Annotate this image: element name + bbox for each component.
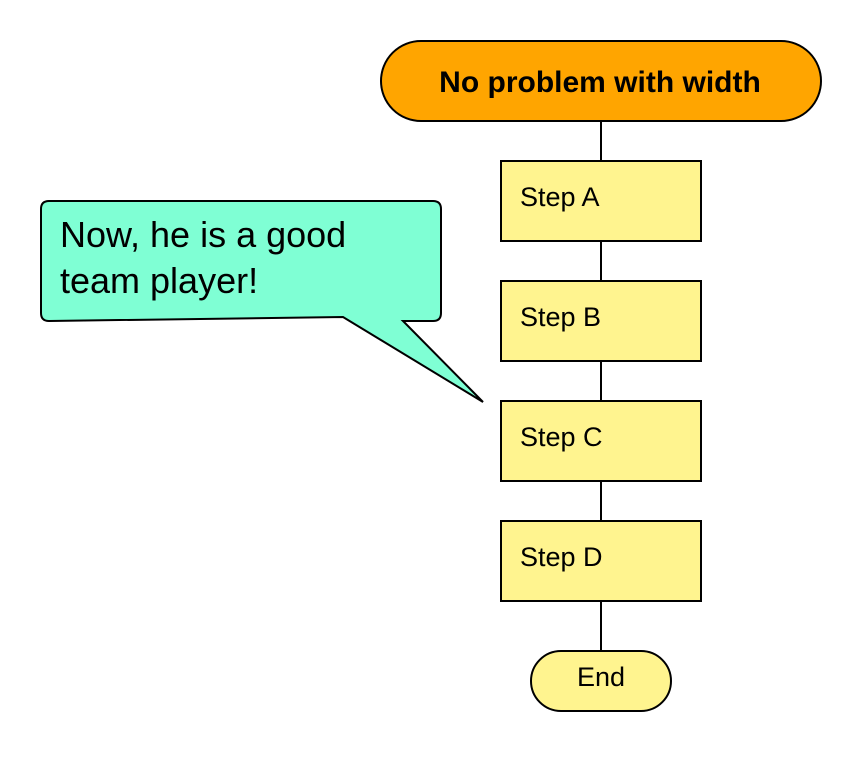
step-b-node[interactable]: Step B: [500, 280, 702, 362]
step-c-label: Step C: [520, 422, 603, 452]
callout-bubble[interactable]: Now, he is a good team player!: [40, 200, 484, 403]
end-node-label: End: [577, 662, 625, 692]
callout-text-line-1: Now, he is a good: [60, 214, 346, 255]
step-a-label: Step A: [520, 182, 600, 212]
step-d-shape: [500, 520, 702, 602]
callout-shape: [40, 200, 484, 403]
step-b-shape: [500, 280, 702, 362]
step-b-label: Step B: [520, 302, 601, 332]
start-node-shape: [380, 40, 822, 122]
callout-text-line-2: team player!: [60, 260, 258, 301]
end-node-shape: [530, 650, 672, 712]
step-d-label: Step D: [520, 542, 603, 572]
start-node-label: No problem with width: [439, 66, 761, 99]
step-d-node[interactable]: Step D: [500, 520, 702, 602]
step-c-node[interactable]: Step C: [500, 400, 702, 482]
step-c-shape: [500, 400, 702, 482]
step-a-node[interactable]: Step A: [500, 160, 702, 242]
start-node[interactable]: No problem with width: [380, 40, 822, 122]
step-a-shape: [500, 160, 702, 242]
end-node[interactable]: End: [530, 650, 672, 712]
